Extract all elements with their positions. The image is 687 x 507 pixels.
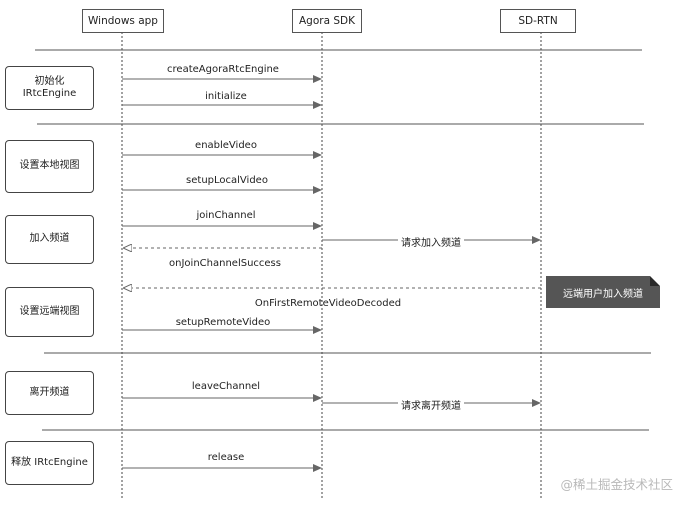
message-label: createAgoraRtcEngine [167, 64, 279, 75]
message-label: initialize [205, 91, 247, 102]
message-label: 请求离开频道 [398, 397, 464, 412]
message-label: joinChannel [196, 210, 256, 221]
note-text: 远端用户加入频道 [563, 288, 643, 300]
message-label: 请求加入频道 [398, 234, 464, 249]
phase-leave-channel: 离开频道 [5, 371, 94, 415]
participant-label: SD-RTN [518, 15, 558, 27]
participant-label: Windows app [88, 15, 158, 27]
watermark-text: @稀土掘金技术社区 [560, 477, 673, 492]
message-label: setupRemoteVideo [175, 317, 271, 328]
participant-agora-sdk: Agora SDK [292, 9, 362, 33]
message-label: enableVideo [195, 140, 257, 151]
message-label: setupLocalVideo [186, 175, 268, 186]
message-label: release [207, 452, 245, 463]
phase-setup-remote-view: 设置远端视图 [5, 287, 94, 337]
note-fold-corner [650, 276, 660, 286]
note-remote-user-joined: 远端用户加入频道 [546, 276, 660, 308]
phase-join-channel: 加入频道 [5, 215, 94, 264]
participant-windows-app: Windows app [82, 9, 164, 33]
message-label: onJoinChannelSuccess [169, 258, 281, 269]
phase-init-irtcengine: 初始化 IRtcEngine [5, 66, 94, 110]
message-label: OnFirstRemoteVideoDecoded [254, 298, 402, 309]
phase-release-irtcengine: 释放 IRtcEngine [5, 441, 94, 485]
message-label: leaveChannel [191, 381, 261, 392]
participant-label: Agora SDK [299, 15, 355, 27]
phase-setup-local-view: 设置本地视图 [5, 140, 94, 193]
participant-sd-rtn: SD-RTN [500, 9, 576, 33]
